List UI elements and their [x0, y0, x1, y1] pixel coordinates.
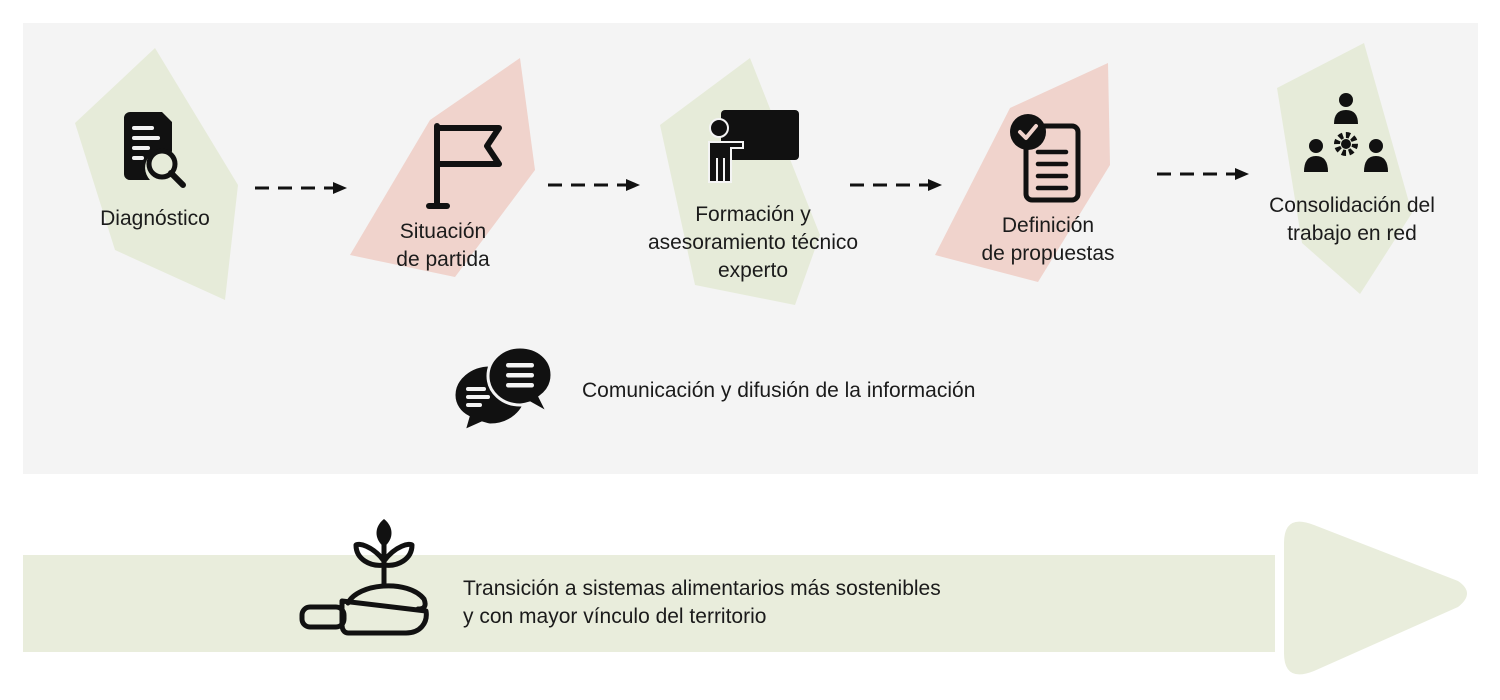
step-5-label: Consolidación del trabajo en red [1232, 192, 1472, 248]
training-presentation-icon [708, 110, 799, 183]
network-team-icon [1304, 93, 1388, 172]
document-search-icon [124, 112, 186, 188]
arrow-3-4 [850, 179, 942, 191]
arrow-4-5 [1157, 168, 1249, 180]
step-5-label-line-1: Consolidación del [1269, 194, 1435, 217]
step-3-shape [660, 58, 820, 305]
arrow-2-3 [548, 179, 640, 191]
step-2-label-line-1: Situación [399, 220, 487, 243]
step-5-shape [1277, 43, 1412, 294]
step-2-label: Situación de partida [343, 218, 543, 274]
flag-icon [426, 123, 502, 209]
step-4-shape [935, 63, 1110, 282]
transition-label-line-1: Transición a sistemas alimentarios más s… [463, 577, 941, 600]
step-4-label-line-1: Definición [1001, 214, 1095, 237]
arrow-1-2 [255, 182, 347, 194]
step-3-label-line-3: experto [717, 259, 789, 282]
chat-bubbles-icon [452, 345, 554, 433]
step-1-label-line-1: Diagnóstico [100, 207, 210, 230]
step-2-label-line-2: de partida [396, 248, 490, 271]
transition-label: Transición a sistemas alimentarios más s… [463, 575, 941, 631]
transition-band [23, 555, 1275, 652]
step-1-label: Diagnóstico [55, 205, 255, 233]
step-3-label: Formación y asesoramiento técnico expert… [603, 201, 903, 285]
step-3-label-line-2: asesoramiento técnico [647, 231, 859, 254]
step-4-label: Definición de propuestas [948, 212, 1148, 268]
step-2-shape [350, 58, 535, 277]
checklist-icon [1010, 114, 1081, 203]
step-5-label-line-2: trabajo en red [1287, 222, 1417, 245]
transition-arrowhead [1284, 521, 1467, 675]
plant-trowel-icon [299, 519, 429, 636]
transition-label-line-2: y con mayor vínculo del territorio [463, 605, 767, 628]
step-3-label-line-1: Formación y [695, 203, 811, 226]
communication-label: Comunicación y difusión de la informació… [582, 379, 976, 402]
step-4-label-line-2: de propuestas [981, 242, 1115, 265]
